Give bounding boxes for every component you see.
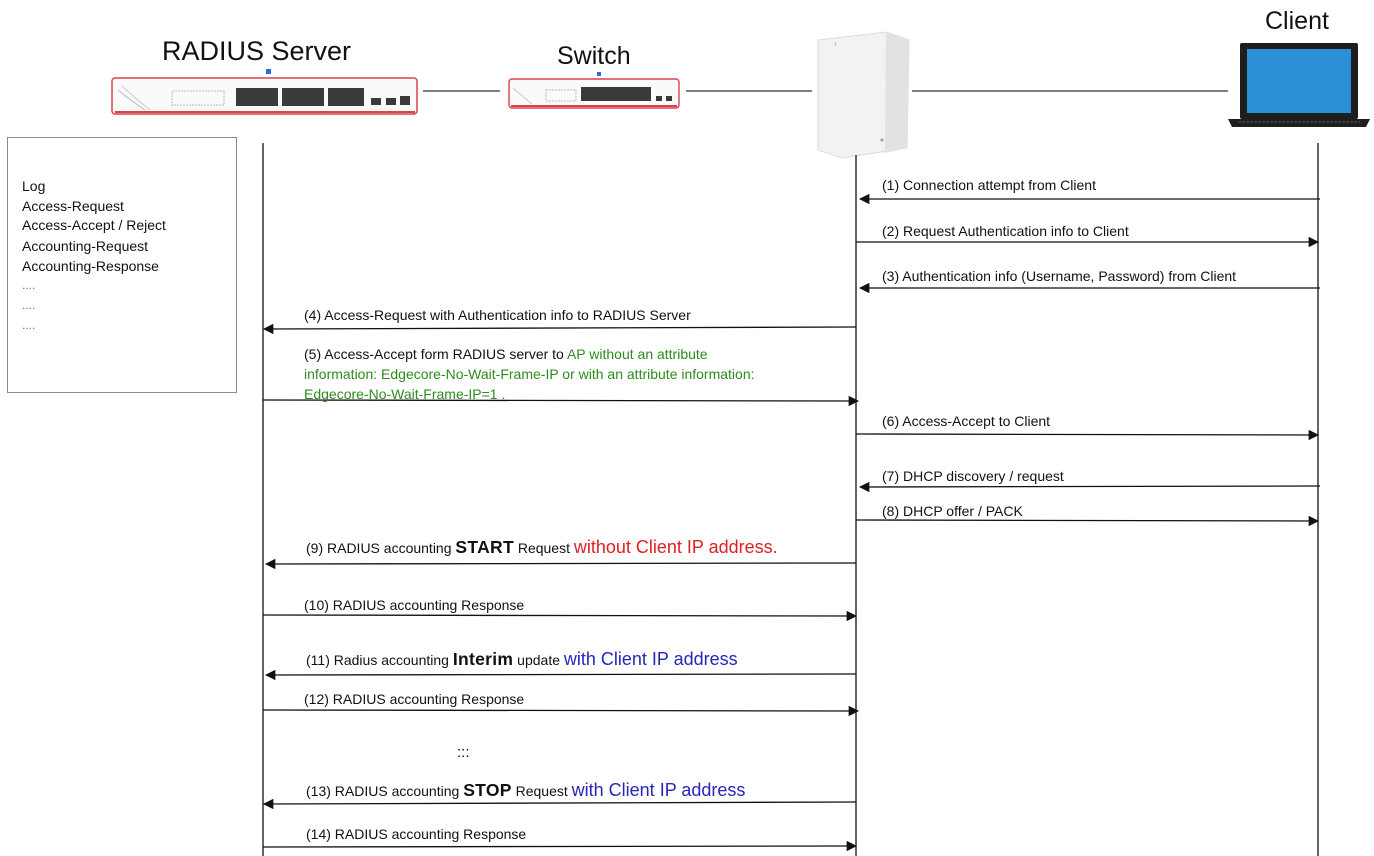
message-11-part-a: (11) Radius accounting (306, 652, 453, 668)
arrow-8 (855, 515, 1320, 527)
message-10-label: (10) RADIUS accounting Response (304, 597, 525, 613)
message-5-label: (5) Access-Accept form RADIUS server to … (304, 346, 708, 362)
message-9-note: without Client IP address. (573, 537, 778, 557)
radius-server-device-icon (111, 69, 418, 115)
message-5-green-3: Edgecore-No-Wait-Frame-IP=1 . (304, 386, 506, 402)
message-9-label: (9) RADIUS accounting START Request with… (306, 537, 778, 558)
message-5-green-1: AP without an attribute (566, 346, 708, 362)
message-11-interim: Interim (452, 649, 514, 669)
arrow-11 (264, 669, 857, 681)
message-12-label: (12) RADIUS accounting Response (304, 691, 525, 707)
arrow-12 (262, 705, 860, 717)
message-9-start: START (455, 537, 514, 557)
switch-title: Switch (557, 42, 631, 70)
message-13-part-a: (13) RADIUS accounting (306, 783, 464, 799)
arrow-4 (262, 323, 857, 335)
message-11-label: (11) Radius accounting Interim update wi… (306, 649, 738, 670)
message-9-part-a: (9) RADIUS accounting (306, 540, 456, 556)
ellipsis-marker: ::: (457, 744, 470, 761)
log-panel (7, 137, 237, 393)
log-line: Access-Accept / Reject (22, 217, 166, 233)
access-point-device-icon (817, 31, 910, 159)
radius-server-title: RADIUS Server (162, 36, 352, 66)
arrow-7 (858, 481, 1321, 493)
message-6-label: (6) Access-Accept to Client (882, 413, 1051, 429)
arrow-9 (264, 558, 857, 570)
client-title: Client (1265, 7, 1329, 35)
message-13-stop: STOP (463, 780, 512, 800)
log-line: .... (22, 278, 36, 292)
switch-device-icon (508, 72, 680, 109)
arrow-10 (262, 610, 858, 622)
log-line: .... (22, 318, 36, 332)
message-2-label: (2) Request Authentication info to Clien… (882, 223, 1129, 239)
message-7-label: (7) DHCP discovery / request (882, 468, 1064, 484)
arrow-13 (262, 798, 857, 810)
message-1-label: (1) Connection attempt from Client (882, 177, 1096, 193)
message-13-note: with Client IP address (571, 780, 746, 800)
log-line: Access-Request (22, 198, 124, 214)
log-line: .... (22, 298, 36, 312)
arrow-14 (262, 840, 858, 852)
arrow-6 (855, 429, 1320, 441)
message-3-label: (3) Authentication info (Username, Passw… (882, 268, 1237, 284)
message-13-label: (13) RADIUS accounting STOP Request with… (306, 780, 745, 801)
message-5-prefix: (5) Access-Accept form RADIUS server to (304, 346, 567, 362)
message-11-note: with Client IP address (563, 649, 738, 669)
message-9-part-c: Request (513, 540, 574, 556)
client-laptop-icon (1228, 43, 1370, 127)
message-5-green-2: information: Edgecore-No-Wait-Frame-IP o… (304, 366, 755, 382)
log-line: Accounting-Request (22, 238, 149, 254)
message-11-part-c: update (513, 652, 564, 668)
arrow-5 (262, 395, 860, 407)
message-14-label: (14) RADIUS accounting Response (306, 826, 527, 842)
log-line: Accounting-Response (22, 258, 159, 274)
message-8-label: (8) DHCP offer / PACK (882, 503, 1023, 519)
message-13-part-c: Request (511, 783, 572, 799)
message-4-label: (4) Access-Request with Authentication i… (304, 307, 691, 323)
log-line: Log (22, 178, 46, 194)
